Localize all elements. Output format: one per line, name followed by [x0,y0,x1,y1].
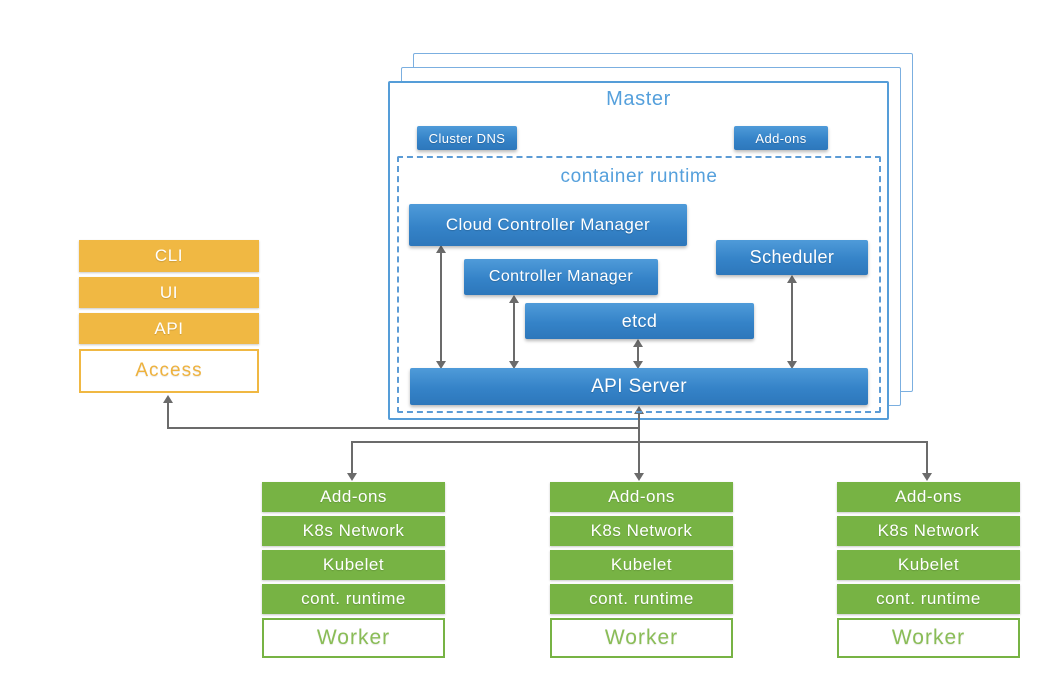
worker2-k8s-network: K8s Network [550,516,733,546]
master-title: Master [606,88,671,110]
worker1-label-box: Worker [262,618,445,658]
worker1-kubelet: Kubelet [262,550,445,580]
worker2-label-box: Worker [550,618,733,658]
access-stack: CLI UI API Access [79,240,259,393]
worker2-addons: Add-ons [550,482,733,512]
worker3-addons: Add-ons [837,482,1020,512]
scheduler-box: Scheduler [716,240,868,275]
worker2-cont-runtime: cont. runtime [550,584,733,614]
line-apiserver-side-workers [351,441,928,476]
worker1-addons: Add-ons [262,482,445,512]
cloud-controller-manager-box: Cloud Controller Manager [409,204,687,246]
worker1-cont-runtime: cont. runtime [262,584,445,614]
worker1-k8s-network: K8s Network [262,516,445,546]
access-label-box: Access [79,349,259,393]
controller-manager-box: Controller Manager [464,259,658,295]
master-addons-box: Add-ons [734,126,828,150]
container-runtime-title: container runtime [560,166,718,187]
api-box: API [79,313,259,344]
cli-box: CLI [79,240,259,272]
cluster-dns-box: Cluster DNS [417,126,517,150]
worker3-cont-runtime: cont. runtime [837,584,1020,614]
ui-box: UI [79,277,259,308]
worker-node-3: Add-ons K8s Network Kubelet cont. runtim… [837,482,1020,658]
worker3-kubelet: Kubelet [837,550,1020,580]
worker-node-1: Add-ons K8s Network Kubelet cont. runtim… [262,482,445,658]
api-server-box: API Server [410,368,868,405]
etcd-box: etcd [525,303,754,339]
worker3-k8s-network: K8s Network [837,516,1020,546]
worker2-kubelet: Kubelet [550,550,733,580]
worker-node-2: Add-ons K8s Network Kubelet cont. runtim… [550,482,733,658]
worker3-label-box: Worker [837,618,1020,658]
